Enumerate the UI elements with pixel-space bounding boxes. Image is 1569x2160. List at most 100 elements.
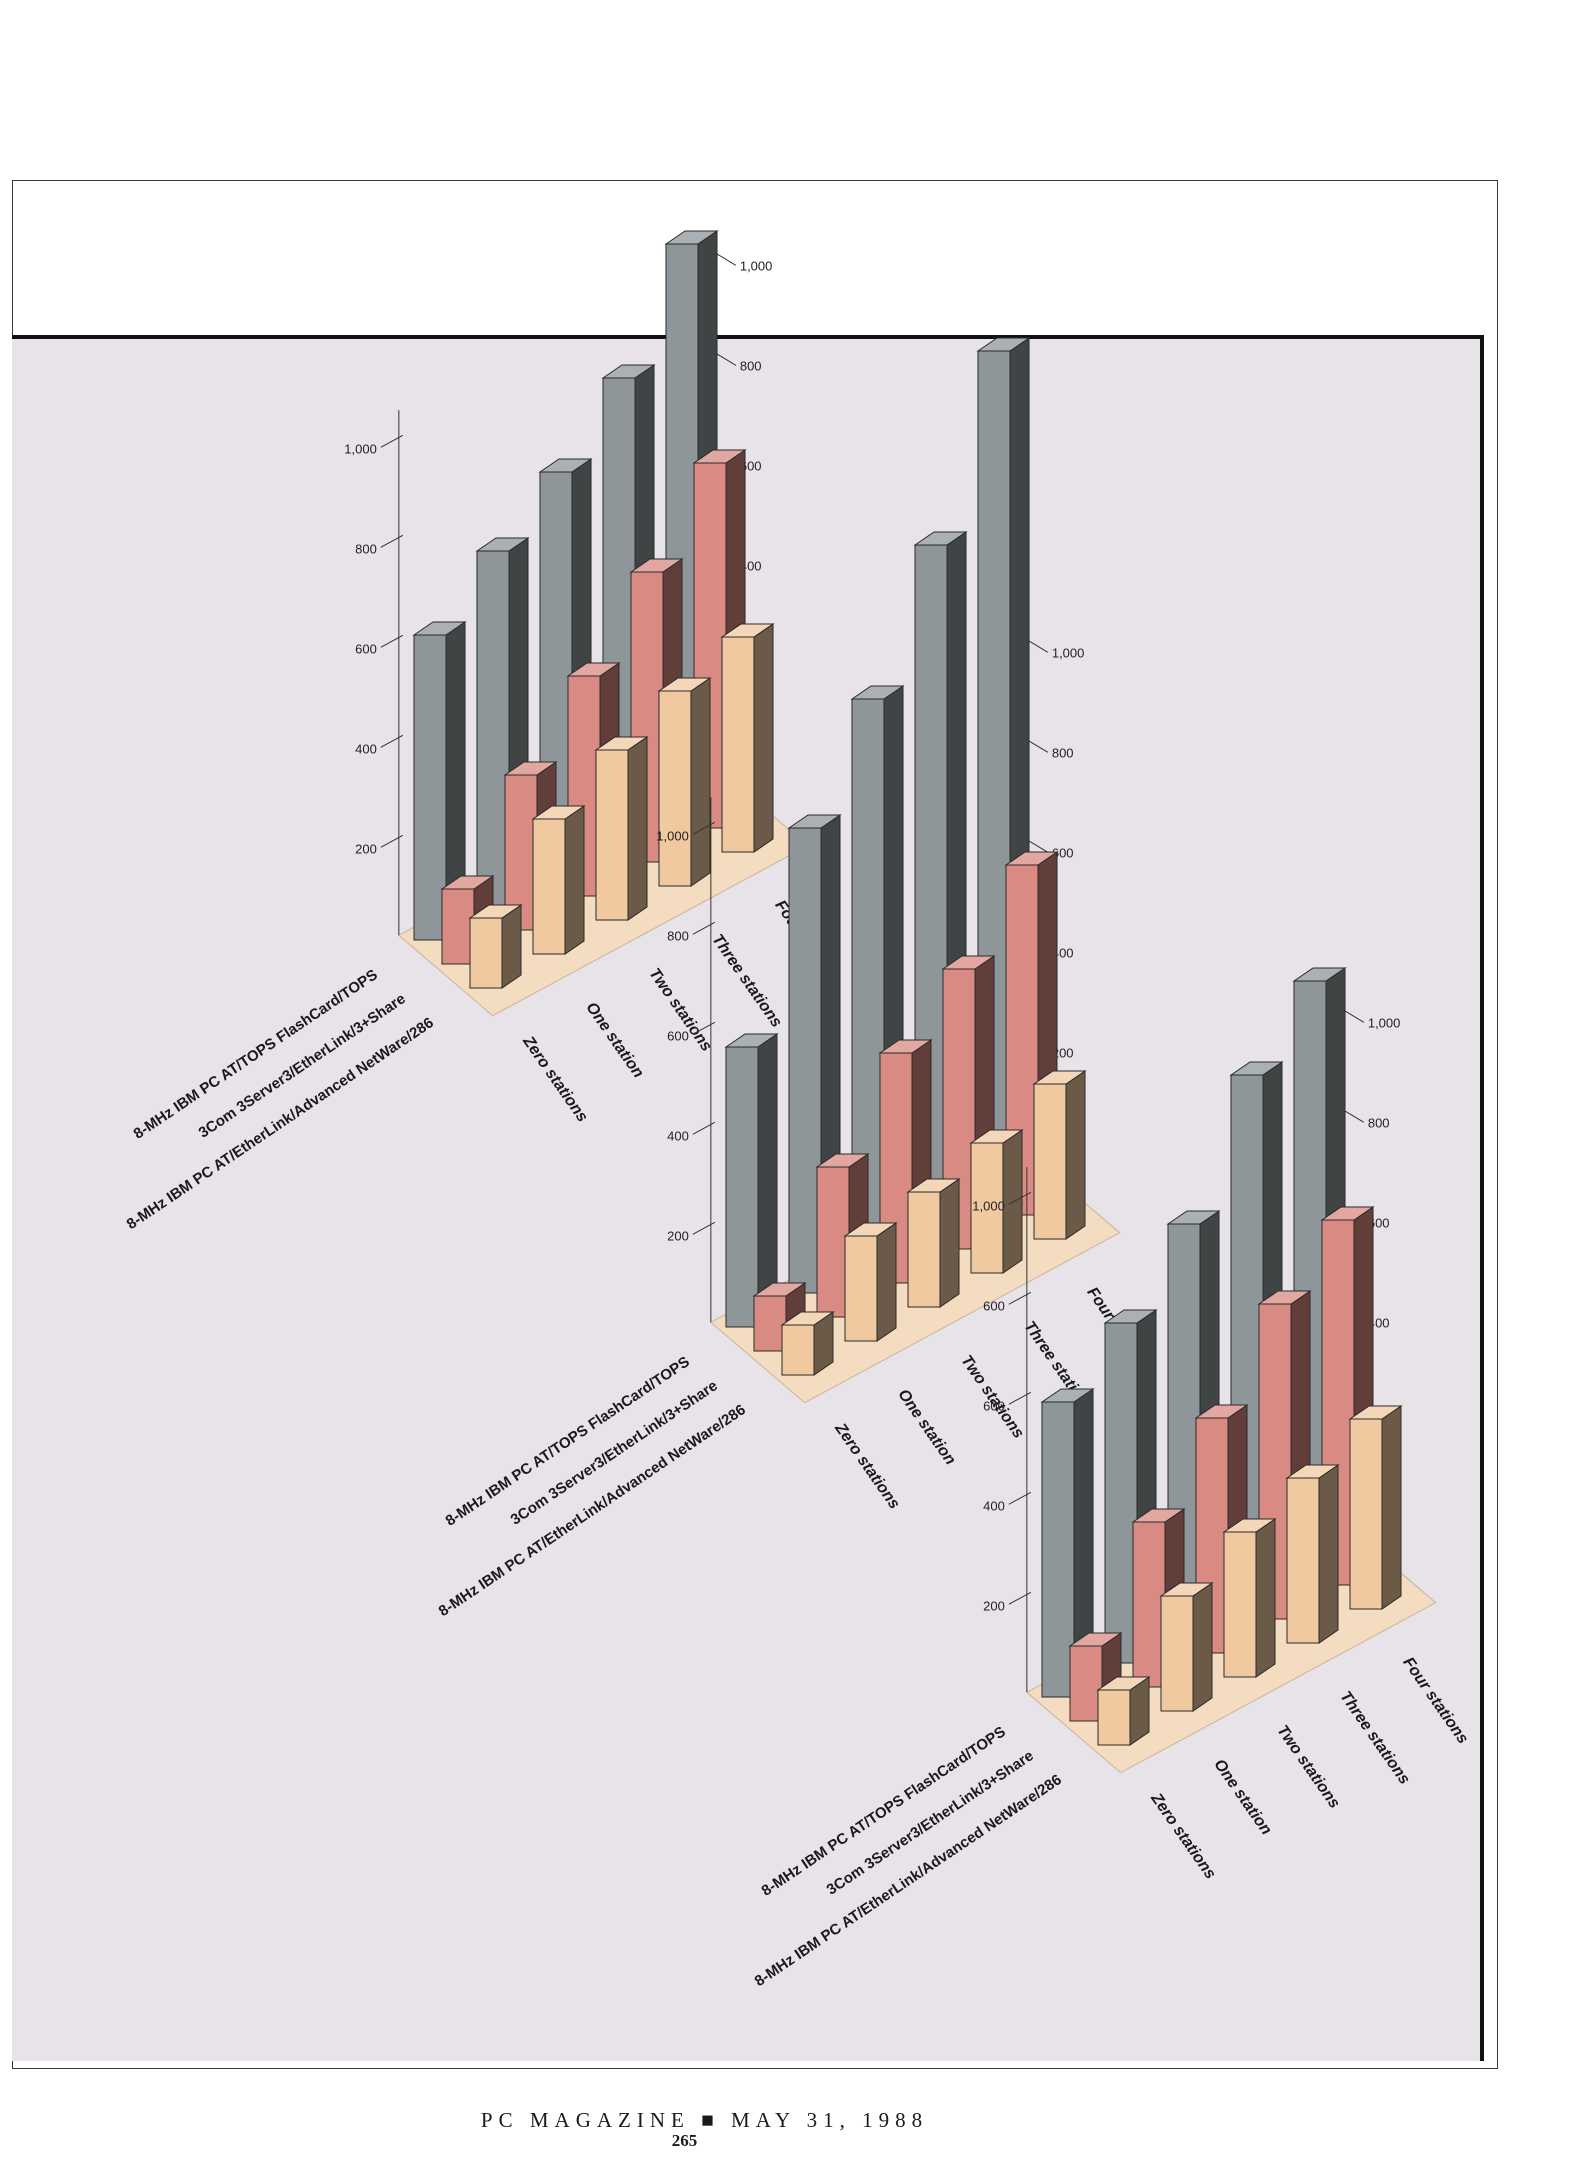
bar-top-face	[566, 662, 621, 677]
left-tick-label: 200	[983, 1598, 1005, 1613]
bar-front-face	[1160, 1595, 1194, 1712]
category-label: Three stations	[708, 931, 785, 1030]
left-tick-label: 800	[355, 541, 377, 556]
left-tick-label: 400	[667, 1128, 689, 1143]
bar-top-face	[412, 621, 467, 636]
category-label: Zero stations	[831, 1420, 903, 1513]
bar-top-face	[752, 1282, 807, 1297]
bar-top-face	[1068, 1632, 1123, 1647]
left-tick-label: 400	[983, 1498, 1005, 1513]
bar	[1222, 1518, 1277, 1678]
category-label: Three stations	[1336, 1688, 1413, 1787]
bar-top-face	[906, 1178, 961, 1193]
left-tick-label: 600	[355, 641, 377, 656]
left-tick-mark	[692, 1221, 716, 1235]
left-tick-mark	[1008, 1391, 1032, 1405]
left-tick-label: 400	[355, 741, 377, 756]
bar	[1096, 1676, 1151, 1746]
bar-side-face	[1318, 1464, 1339, 1644]
page-footer: PC MAGAZINE ■ MAY 31, 1988 265	[0, 2108, 1569, 2151]
bar-front-face	[532, 818, 566, 955]
series-label: 8-MHz IBM PC AT/TOPS FlashCard/TOPS	[443, 1353, 693, 1529]
category-label: Four stations	[1399, 1654, 1471, 1747]
bar-top-face	[531, 805, 586, 820]
bar-top-face	[468, 904, 523, 919]
bar-front-face	[476, 550, 510, 907]
bar-top-face	[913, 531, 968, 546]
category-label: Two stations	[957, 1352, 1027, 1441]
bar-front-face	[1069, 1645, 1103, 1722]
bar-side-face	[564, 805, 585, 955]
bar-top-face	[724, 1033, 779, 1048]
right-tick-label: 800	[1368, 1115, 1390, 1130]
bar	[1040, 1388, 1095, 1698]
bar-front-face	[1104, 1322, 1138, 1664]
bar-front-face	[1132, 1521, 1166, 1688]
bar-top-face	[1320, 1206, 1375, 1221]
bar	[843, 1222, 898, 1342]
bar-top-face	[503, 761, 558, 776]
bar-top-face	[1166, 1210, 1221, 1225]
bar	[468, 904, 523, 989]
bar-top-face	[1194, 1404, 1249, 1419]
bar-front-face	[781, 1324, 815, 1376]
bar	[1348, 1405, 1403, 1610]
left-tick-mark	[380, 534, 404, 548]
bar-top-face	[594, 736, 649, 751]
bar-front-face	[788, 827, 822, 1294]
left-tick-label: 1,000	[972, 1198, 1005, 1213]
bar-top-face	[692, 449, 747, 464]
bar-front-face	[441, 888, 475, 965]
bar-front-face	[1349, 1418, 1383, 1610]
right-tick-label: 1,000	[740, 258, 773, 273]
bar-front-face	[725, 1046, 759, 1328]
category-label: Zero stations	[519, 1033, 591, 1126]
bar-front-face	[413, 634, 447, 941]
footer-separator: ■	[701, 2108, 720, 2132]
bar	[1159, 1582, 1214, 1712]
left-tick-label: 200	[667, 1228, 689, 1243]
bar-top-face	[1103, 1309, 1158, 1324]
category-label: Zero stations	[1147, 1790, 1219, 1883]
left-tick-label: 1,000	[656, 828, 689, 843]
bar-top-face	[1040, 1388, 1095, 1403]
bar-top-face	[787, 814, 842, 829]
bar-front-face	[816, 1166, 850, 1318]
right-tick-label: 1,000	[1368, 1015, 1401, 1030]
series-label: 8-MHz IBM PC AT/TOPS FlashCard/TOPS	[131, 966, 381, 1142]
bar-top-face	[1004, 851, 1059, 866]
left-tick-mark	[380, 834, 404, 848]
bar-side-face	[627, 736, 648, 921]
bar-side-face	[1381, 1405, 1402, 1610]
bar-front-face	[1033, 1083, 1067, 1240]
bar-top-face	[780, 1311, 835, 1326]
series-label: 8-MHz IBM PC AT/TOPS FlashCard/TOPS	[759, 1723, 1009, 1899]
bar-top-face	[1257, 1290, 1312, 1305]
magazine-name: PC MAGAZINE	[480, 2108, 690, 2132]
bar-side-face	[501, 904, 522, 989]
bar-top-face	[657, 677, 712, 692]
bar-top-face	[1131, 1508, 1186, 1523]
bar-top-face	[475, 537, 530, 552]
category-label: One station	[1210, 1756, 1275, 1838]
bar	[724, 1033, 779, 1328]
category-label: Two stations	[1273, 1722, 1343, 1811]
left-tick-mark	[1008, 1491, 1032, 1505]
bar-side-face	[1192, 1582, 1213, 1712]
right-tick-label: 800	[740, 358, 762, 373]
bar-front-face	[907, 1191, 941, 1308]
bar-side-face	[753, 623, 774, 853]
bar-side-face	[690, 677, 711, 887]
left-tick-mark	[1008, 1291, 1032, 1305]
bar-top-face	[969, 1129, 1024, 1144]
bar-side-face	[1065, 1070, 1086, 1240]
bar	[657, 677, 712, 887]
bar	[906, 1178, 961, 1308]
footer-line: PC MAGAZINE ■ MAY 31, 1988	[0, 2108, 1569, 2133]
left-tick-label: 200	[355, 841, 377, 856]
left-tick-mark	[380, 734, 404, 748]
left-tick-mark	[1008, 1591, 1032, 1605]
bar-top-face	[1159, 1582, 1214, 1597]
bar-front-face	[658, 690, 692, 887]
bar-top-face	[878, 1039, 933, 1054]
